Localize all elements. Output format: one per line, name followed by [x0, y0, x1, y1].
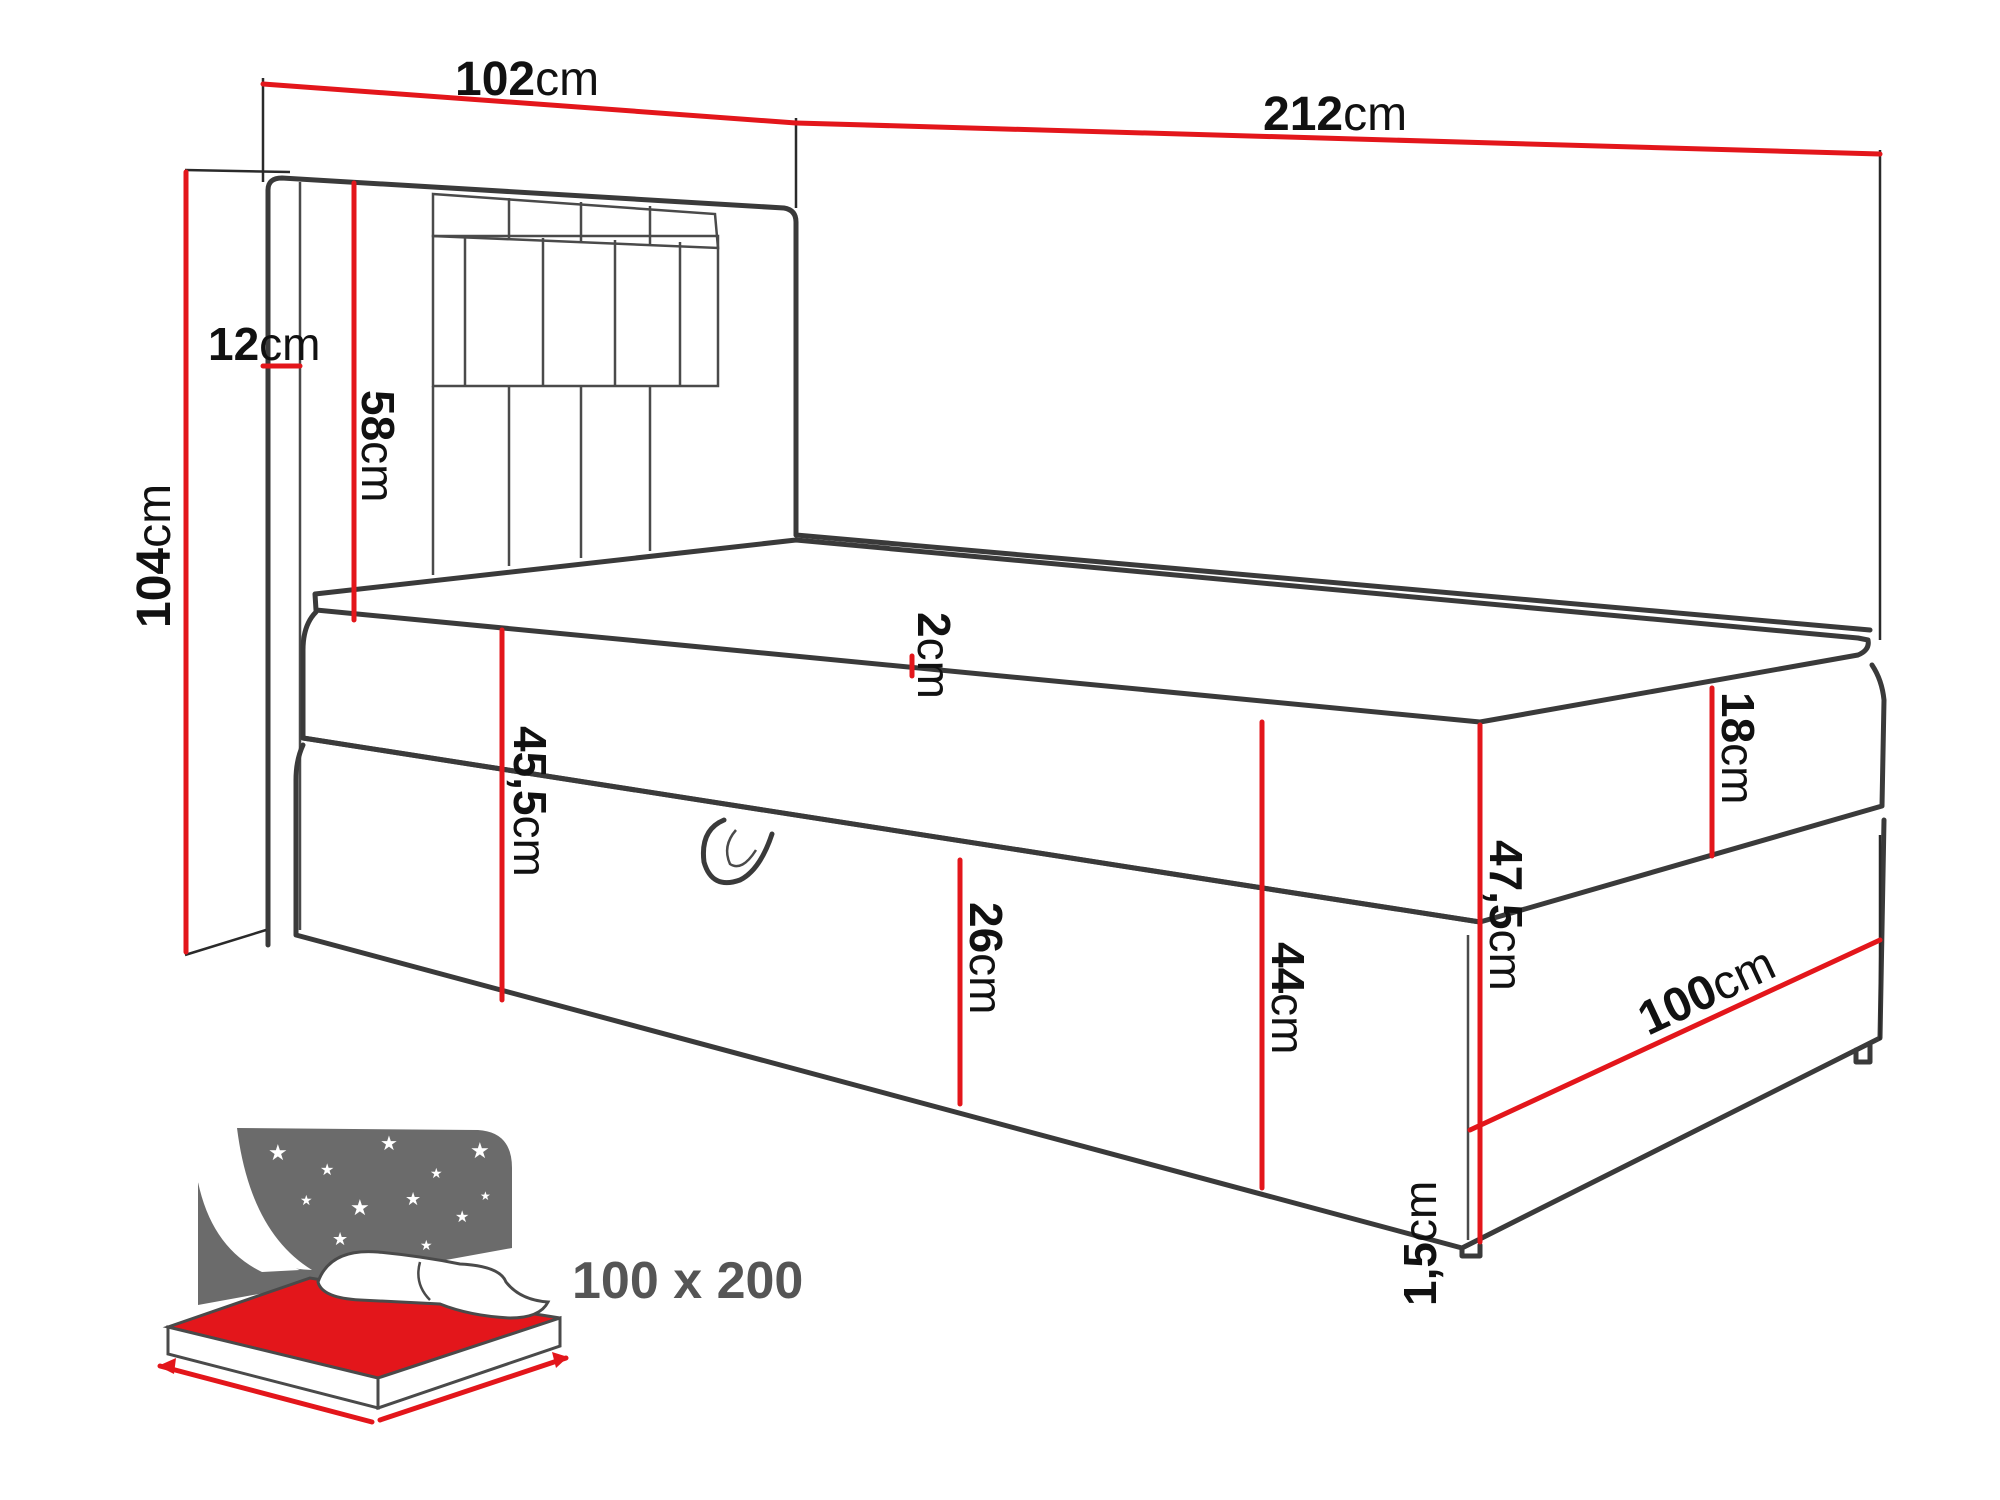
label-leg: 1,5cm: [1394, 1181, 1446, 1306]
label-side-height: 45,5cm: [504, 726, 556, 877]
label-headboard-thick: 12cm: [208, 318, 321, 370]
extension-lines: [184, 78, 1882, 1040]
label-foot-height: 47,5cm: [1480, 840, 1532, 991]
svg-text:★: ★: [470, 1139, 490, 1164]
lift-handle-icon: [700, 817, 775, 886]
svg-text:★: ★: [300, 1193, 313, 1209]
label-headboard-panel: 58cm: [352, 390, 404, 503]
leg-back: [1853, 1041, 1873, 1065]
dim-line-length: [793, 120, 1883, 157]
topper-outline: [312, 537, 1871, 725]
svg-text:★: ★: [230, 1225, 244, 1244]
svg-text:★: ★: [320, 1160, 334, 1179]
pillow-icon: [316, 1250, 551, 1320]
svg-text:★: ★: [405, 1189, 421, 1210]
label-box-total: 44cm: [1262, 942, 1314, 1055]
bed-drawing: [265, 175, 1887, 1259]
label-width-top: 102cm: [455, 53, 599, 106]
label-mattress: 18cm: [1712, 692, 1764, 805]
bed-back-edge: [793, 532, 1873, 633]
dim-line-width-top: [260, 81, 799, 126]
svg-text:★: ★: [480, 1189, 491, 1203]
base-box-outline: [293, 742, 1887, 1251]
dim-line-depth-foot: [1467, 937, 1883, 1133]
label-total-height: 104cm: [128, 484, 181, 628]
label-depth-foot: 100cm: [1630, 937, 1783, 1046]
svg-text:★: ★: [430, 1166, 443, 1182]
dimension-lines: [183, 81, 1883, 1245]
headboard-outline: [265, 175, 799, 948]
size-arrow-width: [157, 1363, 375, 1425]
headboard-niche: [431, 234, 720, 388]
mattress-size-label: 100 x 200: [572, 1252, 803, 1310]
svg-text:★: ★: [455, 1207, 469, 1226]
leg-front: [1459, 1242, 1483, 1259]
svg-text:★: ★: [380, 1131, 398, 1155]
label-box-base: 26cm: [960, 902, 1012, 1015]
label-topper: 2cm: [908, 612, 960, 699]
stars-icon: ★ ★ ★ ★ ★ ★ ★ ★ ★ ★ ★ ★ ★: [230, 1131, 491, 1254]
dimension-labels: 102cm 212cm 12cm 58cm 104cm 2cm 45,5cm 1…: [128, 53, 1783, 1306]
svg-text:★: ★: [268, 1141, 288, 1166]
svg-text:★: ★: [420, 1238, 433, 1254]
size-arrow-length: [377, 1355, 569, 1423]
svg-text:★: ★: [332, 1229, 348, 1250]
svg-text:★: ★: [350, 1196, 370, 1221]
mattress-size-icon: ★ ★ ★ ★ ★ ★ ★ ★ ★ ★ ★ ★ ★ 100 x 200: [157, 1128, 803, 1425]
label-length: 212cm: [1263, 88, 1407, 141]
